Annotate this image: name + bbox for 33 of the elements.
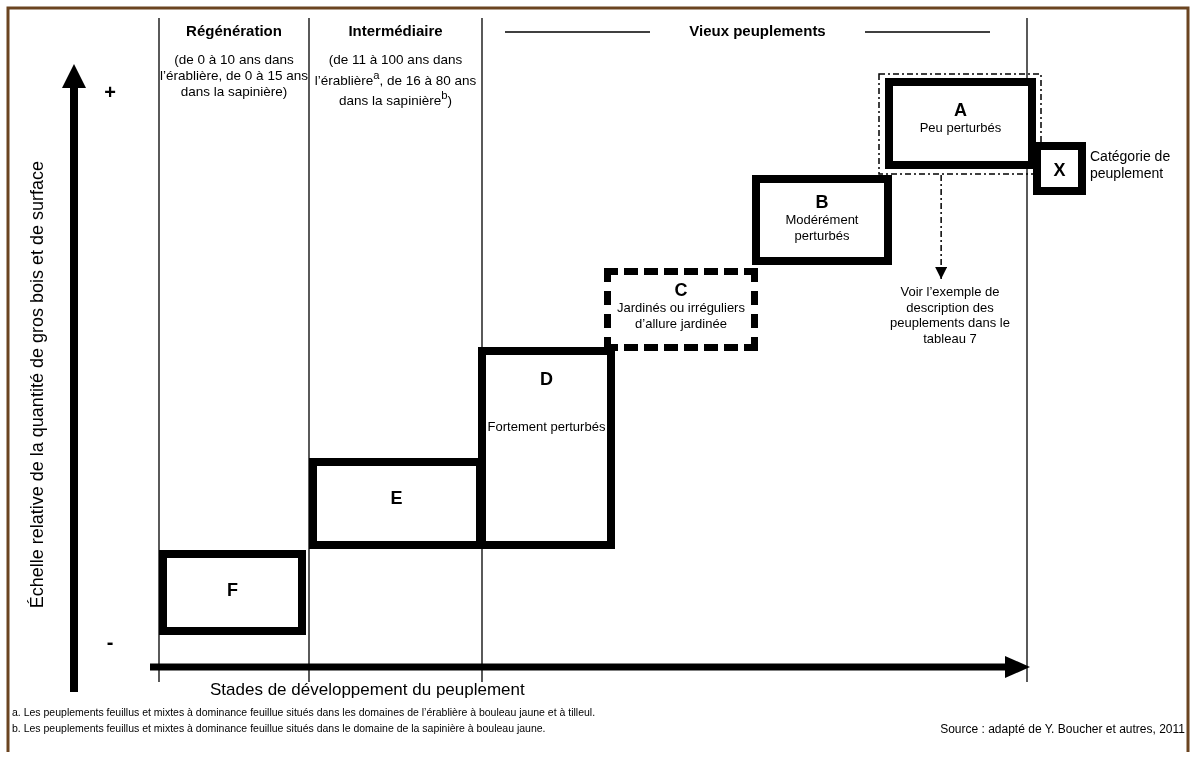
stage-heading: Régénération (185, 22, 283, 40)
category-letter: D (540, 369, 553, 389)
note-text: Voir l’exemple de description des peuplements dans le tableau 7 (889, 284, 1011, 346)
category-box (478, 347, 615, 549)
dashed-category-box (604, 268, 758, 351)
source-note: Source : adapté de Y. Boucher et autres, 2011 (939, 722, 1185, 737)
category-letter: E (390, 488, 403, 508)
node-caption: Catégorie de peuplement (1090, 148, 1172, 182)
legend-box (1033, 142, 1086, 195)
category-name: Fortement perturbés (487, 419, 606, 435)
dash-dot-arrow (935, 174, 948, 280)
y-axis-title: Échelle relative de la quantité de gros bois et de surface (27, 160, 49, 611)
category-name: Modérément perturbés (784, 212, 860, 243)
category-letter: A (954, 100, 967, 120)
age-range: (de 11 à 100 ans dans l’érablière$^{a}$, de 16 à 80 ans dans la sapinière$^{b}$) (313, 52, 478, 109)
stage-heading: Vieux peuplements (688, 22, 827, 40)
stage-heading: Intermédiaire (347, 22, 444, 40)
plus-sign: + (103, 81, 117, 105)
footnote: b. Les peuplements feuillus et mixtes à dominance feuillue situés dans le domaine de la sapinière à bouleau jaune. (12, 722, 547, 735)
category-box (159, 550, 306, 635)
category-letter: C (674, 280, 688, 300)
category-letter: B (815, 192, 829, 212)
category-name: Jardinés ou irréguliers d’allure jardinée (616, 300, 746, 331)
category-letter: X (1053, 160, 1066, 180)
category-box (885, 78, 1036, 169)
minus-sign: - (105, 631, 115, 655)
category-box (752, 175, 892, 265)
category-letter: F (227, 580, 238, 600)
category-name: Peu perturbés (919, 120, 1002, 136)
age-range: (de 0 à 10 ans dans l’érablière, de 0 à 15 ans dans la sapinière) (159, 52, 309, 100)
x-axis-title: Stades de développement du peuplement (210, 680, 526, 701)
footnote: a. Les peuplements feuillus et mixtes à dominance feuillue situés dans les domaines de l’érablière à bouleau jaune et à tilleul. (12, 706, 597, 719)
dash-dot-frame (878, 73, 1042, 175)
